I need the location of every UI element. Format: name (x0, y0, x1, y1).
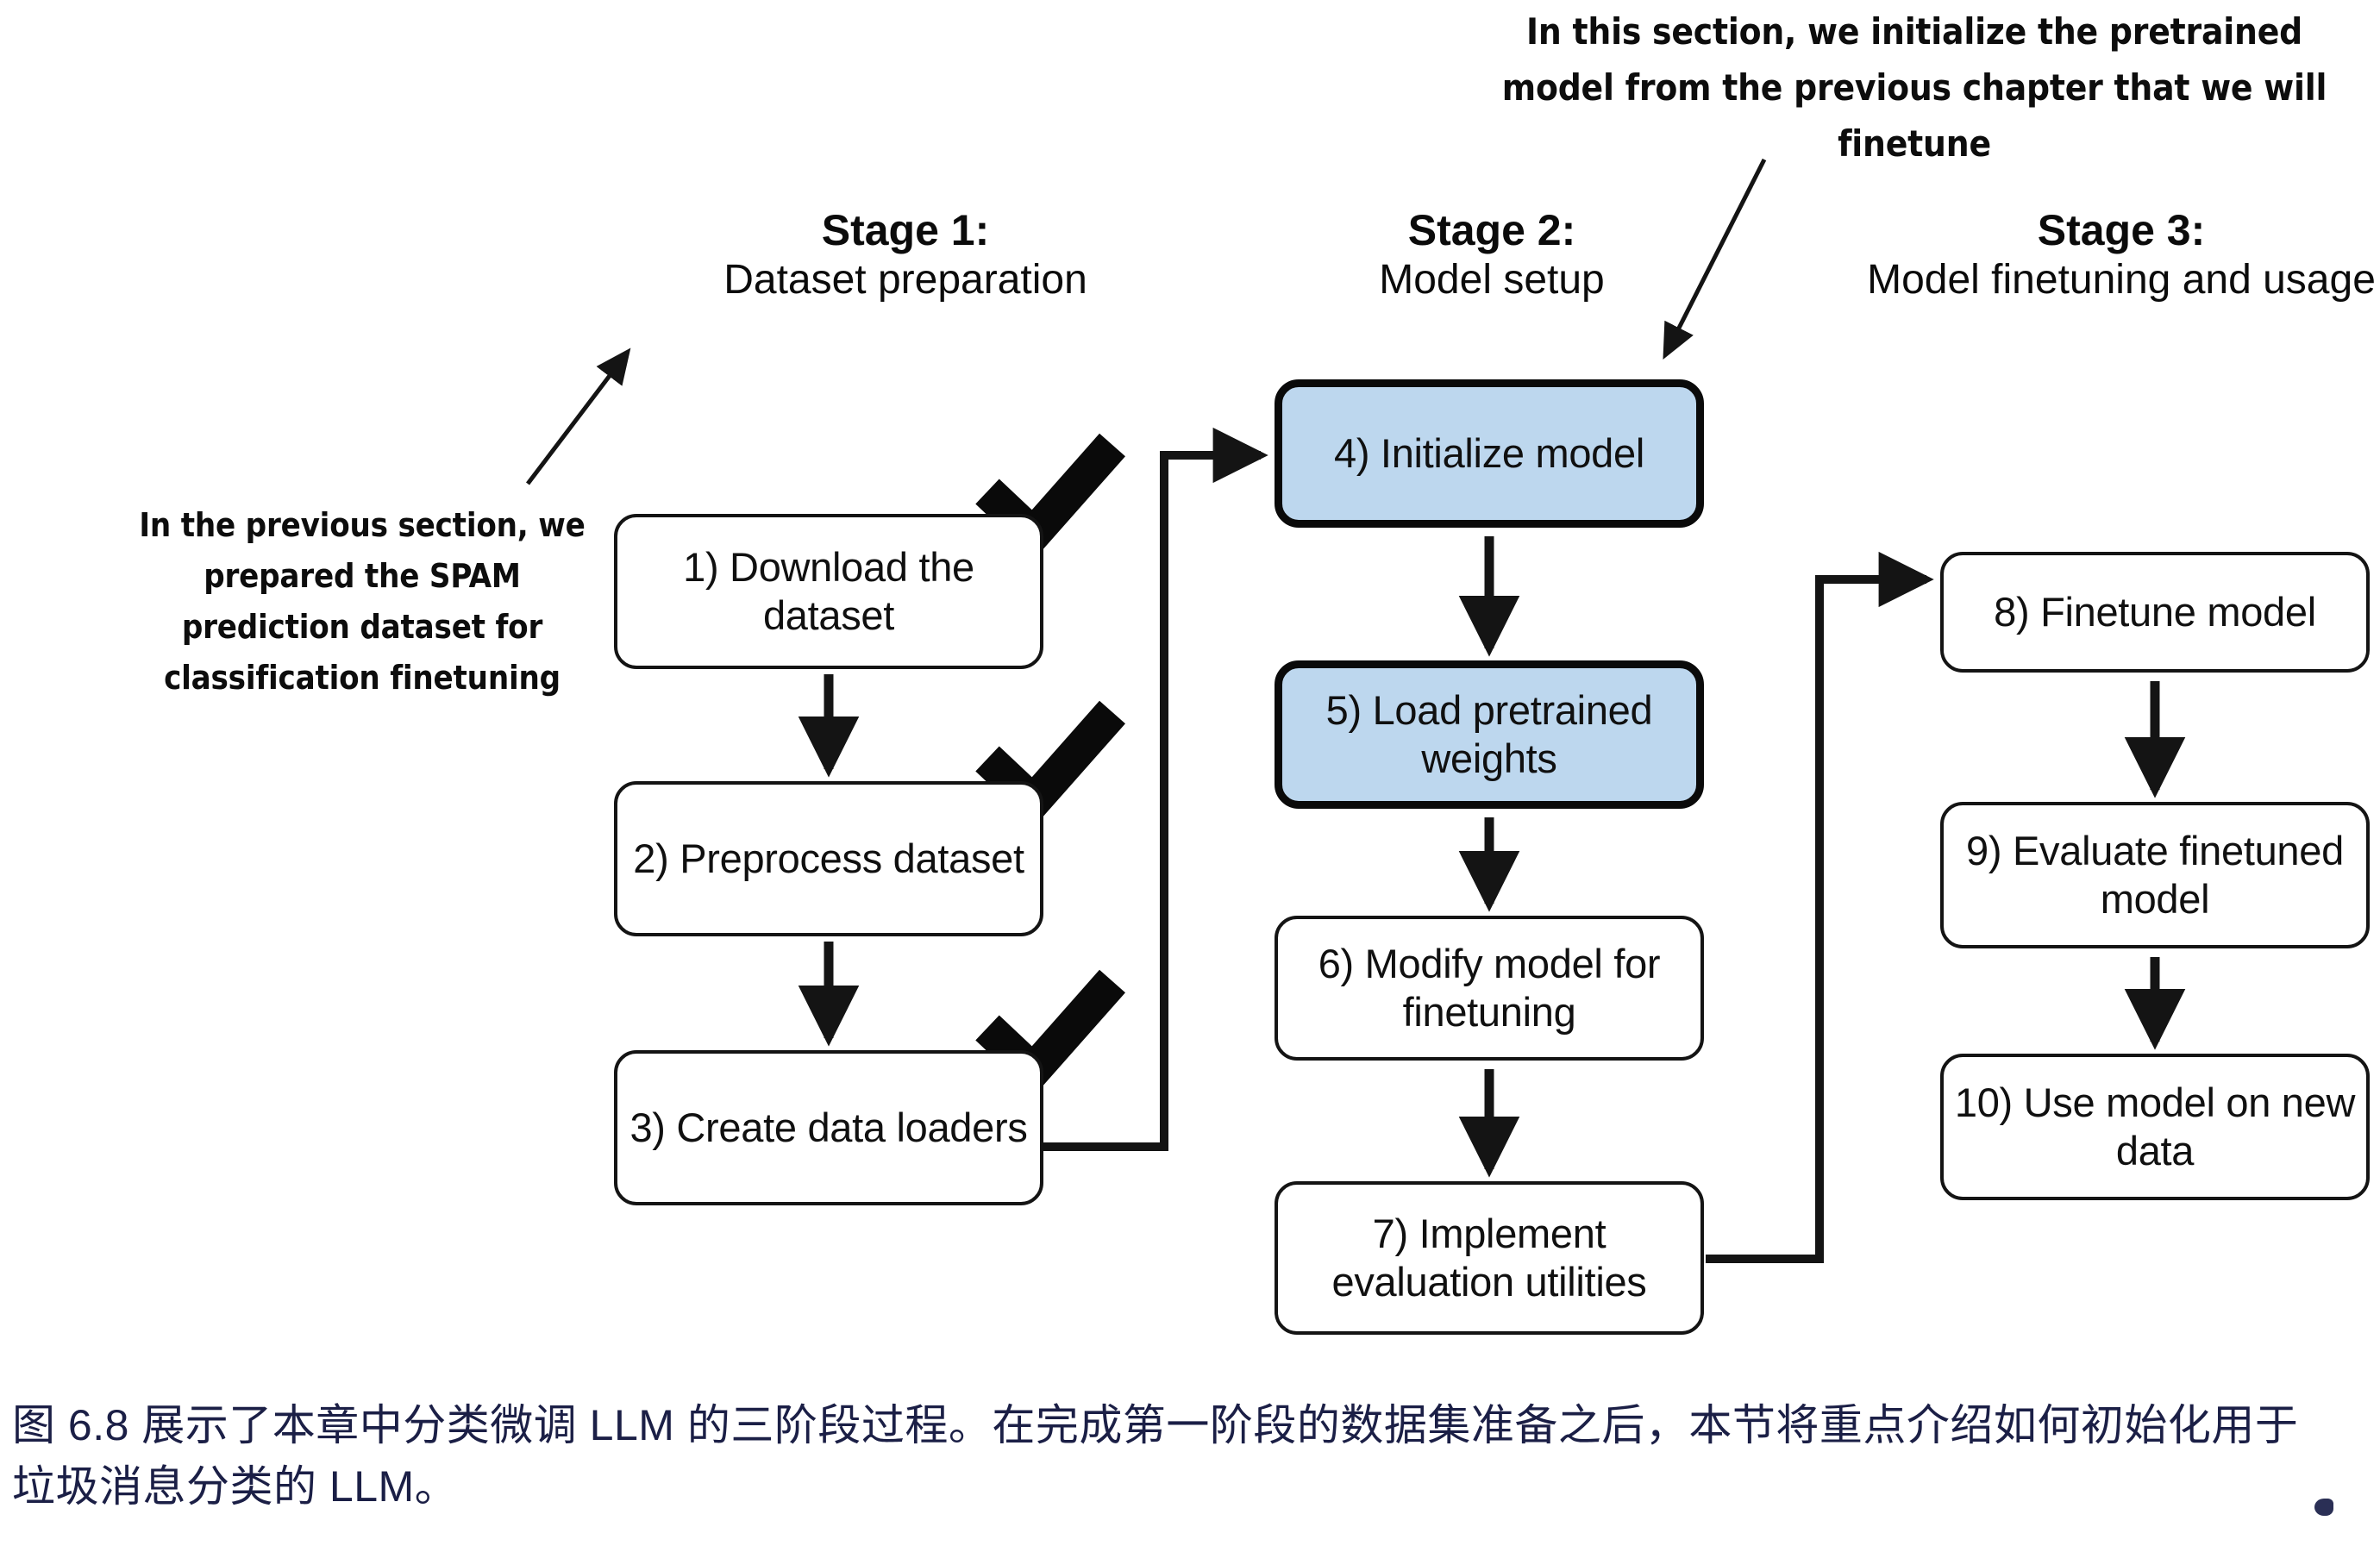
stage-1-title: Stage 1: (821, 206, 990, 254)
flow-box-preprocess-dataset[interactable]: 2) Preprocess dataset (614, 781, 1043, 936)
flow-box-label: 10) Use model on new data (1954, 1079, 2356, 1173)
flow-box-evaluate-finetuned-model[interactable]: 9) Evaluate finetuned model (1940, 802, 2370, 948)
flow-box-label: 6) Modify model for finetuning (1318, 940, 1661, 1035)
stage-3-subtitle: Model finetuning and usage (1867, 257, 2376, 303)
flow-box-label: 1) Download the dataset (683, 543, 974, 638)
stage-2-title: Stage 2: (1407, 206, 1576, 254)
flow-box-implement-evaluation-utilities[interactable]: 7) Implement evaluation utilities (1275, 1181, 1704, 1335)
stage-1-subtitle: Dataset preparation (723, 257, 1087, 303)
flow-box-label: 9) Evaluate finetuned model (1966, 827, 2344, 922)
connector-stage1-to-stage2 (1043, 427, 1268, 1151)
flow-box-load-pretrained-weights[interactable]: 5) Load pretrained weights (1275, 660, 1704, 809)
flow-box-use-model-on-new-data[interactable]: 10) Use model on new data (1940, 1054, 2370, 1200)
annotation-left-arrow (526, 347, 631, 485)
flow-box-label: 3) Create data loaders (629, 1104, 1028, 1150)
flow-box-label: 5) Load pretrained weights (1325, 686, 1653, 781)
flow-box-initialize-model[interactable]: 4) Initialize model (1275, 379, 1704, 528)
stage-2-header: Stage 2: Model setup (1259, 205, 1725, 305)
flow-box-download-dataset[interactable]: 1) Download the dataset (614, 514, 1043, 669)
stage-1-header: Stage 1: Dataset preparation (595, 205, 1216, 305)
flow-box-modify-model[interactable]: 6) Modify model for finetuning (1275, 916, 1704, 1061)
annotation-left: In the previous section, we prepared the… (139, 506, 586, 697)
cursor-dot-artifact (2314, 1499, 2333, 1516)
flow-box-label: 8) Finetune model (1994, 588, 2316, 635)
flow-box-label: 7) Implement evaluation utilities (1331, 1210, 1647, 1305)
connector-stage2-to-stage3 (1706, 551, 1934, 1263)
stage-3-title: Stage 3: (2037, 206, 2206, 254)
stage-2-subtitle: Model setup (1379, 257, 1605, 303)
figure-caption: 图 6.8 展示了本章中分类微调 LLM 的三阶段过程。在完成第一阶段的数据集准… (12, 1401, 2299, 1511)
flow-box-finetune-model[interactable]: 8) Finetune model (1940, 552, 2370, 673)
stage-3-header: Stage 3: Model finetuning and usage (1863, 205, 2380, 305)
annotation-top: In this section, we initialize the pretr… (1501, 10, 2327, 166)
flow-box-create-data-loaders[interactable]: 3) Create data loaders (614, 1050, 1043, 1205)
flow-box-label: 2) Preprocess dataset (633, 835, 1024, 881)
flow-box-label: 4) Initialize model (1333, 429, 1645, 476)
